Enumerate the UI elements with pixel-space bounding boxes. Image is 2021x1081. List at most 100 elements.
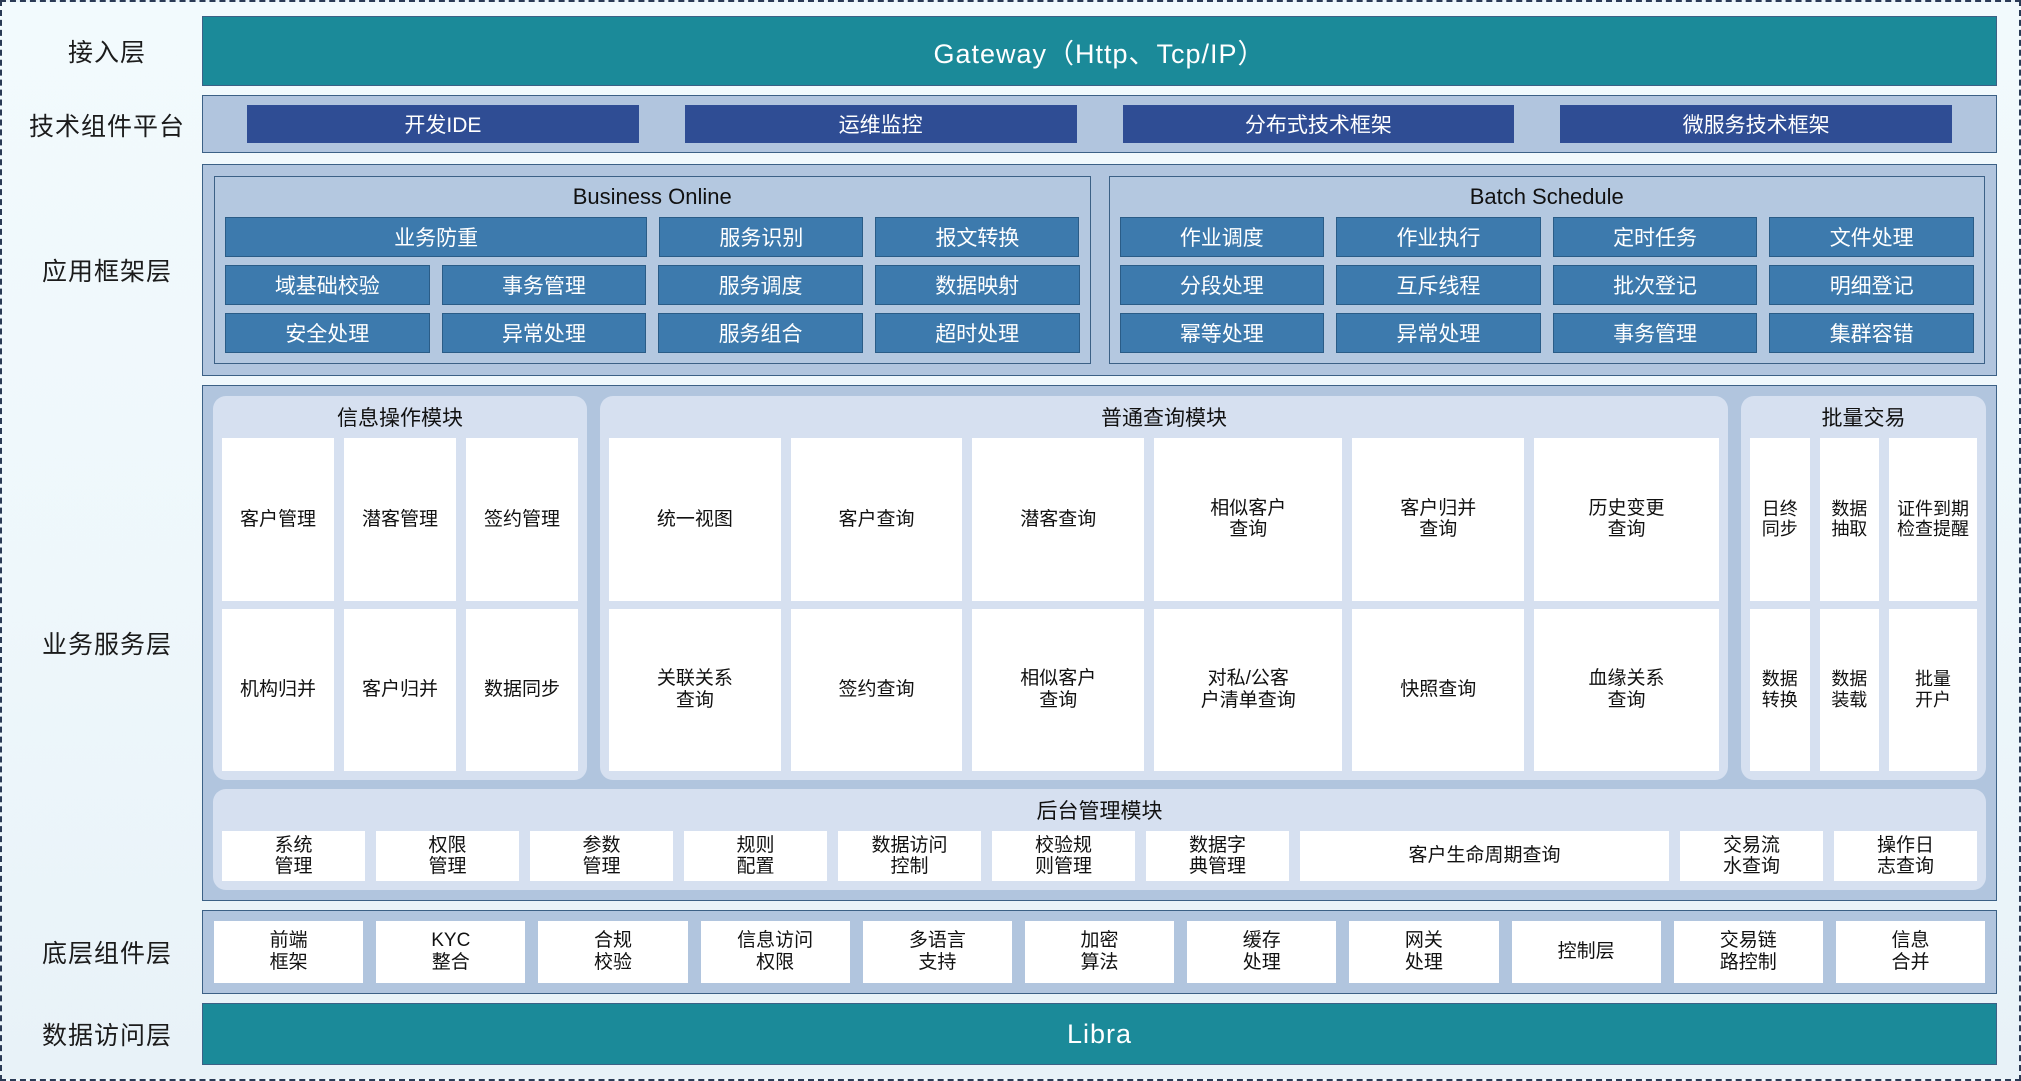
- app-row: 域基础校验 事务管理 服务调度 数据映射: [225, 265, 1080, 305]
- biz-cell-kzcx[interactable]: 快照查询: [1352, 608, 1525, 771]
- biz-cell-tyst[interactable]: 统一视图: [609, 438, 781, 601]
- biz-cell-khcx[interactable]: 客户查询: [790, 438, 963, 601]
- app-cell-zyzx[interactable]: 作业执行: [1336, 217, 1541, 257]
- biz-cell-zjdqjctx[interactable]: 证件到期检查提醒: [1889, 438, 1977, 601]
- biz-cell-jggb[interactable]: 机构归并: [222, 608, 334, 771]
- biz-cell-sjct[interactable]: 数据抽取: [1819, 438, 1880, 601]
- app-group-batch-schedule: Batch Schedule 作业调度 作业执行 定时任务 文件处理 分段处理 …: [1108, 176, 1985, 364]
- biz-cell-csgl[interactable]: 参数管理: [530, 831, 673, 881]
- comp-cell-qdkj[interactable]: 前端框架: [214, 921, 364, 983]
- biz-cell-qygl[interactable]: 签约管理: [466, 438, 578, 601]
- business-service-top-groups: 信息操作模块 客户管理 潜客管理 签约管理 机构归并 客户归并: [213, 396, 1986, 780]
- layer-label-data-access: 数据访问层: [41, 1022, 172, 1050]
- app-cell-bwzh[interactable]: 报文转换: [875, 217, 1080, 257]
- biz-cell-khsmzqcx[interactable]: 客户生命周期查询: [1300, 831, 1670, 881]
- comp-cell-xxfwqx[interactable]: 信息访问权限: [700, 921, 850, 983]
- app-cell-swgl[interactable]: 事务管理: [441, 265, 647, 305]
- biz-group-backend-admin: 后台管理模块 系统管理 权限管理 参数管理 规则配置 数据访问控制 校验规则管理…: [213, 789, 1986, 890]
- tech-button-dev-ide[interactable]: 开发IDE: [247, 105, 639, 143]
- biz-cell-plkh[interactable]: 批量开户: [1889, 608, 1977, 771]
- comp-cell-hgjy[interactable]: 合规校验: [538, 921, 688, 983]
- comp-cell-jylkz[interactable]: 交易链路控制: [1673, 921, 1823, 983]
- comp-cell-kzc[interactable]: 控制层: [1511, 921, 1661, 983]
- biz-cell-khgl[interactable]: 客户管理: [222, 438, 334, 601]
- layer-row-business-service: 业务服务层 信息操作模块 客户管理 潜客管理 签约管理: [12, 385, 1997, 901]
- biz-cell-dsgkhqdcx[interactable]: 对私/公客户清单查询: [1154, 608, 1343, 771]
- comp-cell-wgcl[interactable]: 网关处理: [1349, 921, 1499, 983]
- app-cell-aqcl[interactable]: 安全处理: [225, 313, 430, 353]
- biz-cell-khgbcx[interactable]: 客户归并查询: [1352, 438, 1525, 601]
- biz-cell-qkgl[interactable]: 潜客管理: [344, 438, 456, 601]
- biz-group-info-operation: 信息操作模块 客户管理 潜客管理 签约管理 机构归并 客户归并: [213, 396, 587, 780]
- app-cell-yccl-batch[interactable]: 异常处理: [1336, 313, 1541, 353]
- biz-cell-lsbgcx[interactable]: 历史变更查询: [1534, 438, 1720, 601]
- biz-cell-sjzh[interactable]: 数据转换: [1750, 608, 1810, 771]
- app-cell-cscl[interactable]: 超时处理: [874, 313, 1080, 353]
- biz-row: 日终同步 数据抽取 证件到期检查提醒: [1750, 438, 1977, 601]
- tech-button-ops-monitor[interactable]: 运维监控: [684, 105, 1077, 143]
- biz-cell-jygzgl[interactable]: 校验规则管理: [992, 831, 1135, 881]
- app-cell-mdcl[interactable]: 幂等处理: [1119, 313, 1325, 353]
- biz-cell-glgxcx[interactable]: 关联关系查询: [609, 608, 781, 771]
- biz-cell-jylscx[interactable]: 交易流水查询: [1680, 831, 1824, 881]
- app-cell-fwdd[interactable]: 服务调度: [658, 265, 863, 305]
- app-row: 幂等处理 异常处理 事务管理 集群容错: [1119, 313, 1974, 353]
- biz-cell-xskhcx[interactable]: 相似客户查询: [1154, 438, 1343, 601]
- comp-cell-dyyzc[interactable]: 多语言支持: [862, 921, 1012, 983]
- tech-platform-band: 开发IDE 运维监控 分布式技术框架 微服务技术框架: [202, 95, 1997, 153]
- app-cell-yjcjy[interactable]: 域基础校验: [225, 265, 430, 305]
- biz-cell-sjzdgl[interactable]: 数据字典管理: [1146, 831, 1289, 881]
- layer-row-data-access: 数据访问层 Libra: [12, 1003, 1997, 1065]
- biz-grid-batch-transaction: 日终同步 数据抽取 证件到期检查提醒 数据转换 数据装载 批量开户: [1750, 438, 1977, 771]
- biz-cell-rztb[interactable]: 日终同步: [1750, 438, 1810, 601]
- libra-bar[interactable]: Libra: [202, 1003, 1997, 1065]
- biz-group-common-query: 普通查询模块 统一视图 客户查询 潜客查询 相似客户查询 客户归并查询 历史变更…: [600, 396, 1728, 780]
- comp-cell-hccl[interactable]: 缓存处理: [1187, 921, 1337, 983]
- biz-cell-sjtb[interactable]: 数据同步: [466, 608, 578, 771]
- app-cell-fwzh[interactable]: 服务组合: [658, 313, 863, 353]
- gateway-bar[interactable]: Gateway（Http、Tcp/IP）: [202, 16, 1997, 86]
- layer-row-access: 接入层 Gateway（Http、Tcp/IP）: [12, 16, 1997, 86]
- app-cell-jqrc[interactable]: 集群容错: [1769, 313, 1974, 353]
- biz-cell-sjfwkz[interactable]: 数据访问控制: [838, 831, 981, 881]
- layer-body-tech: 开发IDE 运维监控 分布式技术框架 微服务技术框架: [202, 95, 1997, 155]
- biz-row: 机构归并 客户归并 数据同步: [222, 608, 578, 771]
- biz-group-title-info-operation: 信息操作模块: [337, 407, 463, 430]
- biz-cell-qxgl[interactable]: 权限管理: [376, 831, 519, 881]
- app-cell-ywfz[interactable]: 业务防重: [225, 217, 648, 257]
- app-row: 安全处理 异常处理 服务组合 超时处理: [225, 313, 1080, 353]
- app-cell-fdcl[interactable]: 分段处理: [1119, 265, 1325, 305]
- biz-group-title-common-query: 普通查询模块: [1101, 407, 1227, 430]
- biz-cell-czrzcx[interactable]: 操作日志查询: [1834, 831, 1978, 881]
- app-cell-hcxc[interactable]: 互斥线程: [1336, 265, 1541, 305]
- biz-cell-qkcx[interactable]: 潜客查询: [972, 438, 1145, 601]
- biz-cell-gzpz[interactable]: 规则配置: [684, 831, 827, 881]
- app-row: 业务防重 服务识别 报文转换: [225, 217, 1080, 257]
- tech-button-microservice-framework[interactable]: 微服务技术框架: [1560, 105, 1952, 143]
- tech-button-distributed-framework[interactable]: 分布式技术框架: [1122, 105, 1515, 143]
- comp-cell-jmsf[interactable]: 加密算法: [1024, 921, 1175, 983]
- app-cell-mxdj[interactable]: 明细登记: [1769, 265, 1974, 305]
- biz-cell-qycx[interactable]: 签约查询: [790, 608, 963, 771]
- app-cell-pcdj[interactable]: 批次登记: [1552, 265, 1758, 305]
- biz-cell-sjzz[interactable]: 数据装载: [1819, 608, 1880, 771]
- app-cell-yccl[interactable]: 异常处理: [441, 313, 647, 353]
- layer-body-access: Gateway（Http、Tcp/IP）: [202, 16, 1997, 86]
- biz-cell-xtgl[interactable]: 系统管理: [222, 831, 365, 881]
- comp-cell-xxhb[interactable]: 信息合并: [1835, 921, 1986, 983]
- app-cell-zydd[interactable]: 作业调度: [1119, 217, 1325, 257]
- biz-row: 关联关系查询 签约查询 相似客户查询 对私/公客户清单查询 快照查询 血缘关系查…: [609, 608, 1720, 771]
- biz-cell-xskhcx-2[interactable]: 相似客户查询: [972, 608, 1145, 771]
- biz-cell-xygxcx[interactable]: 血缘关系查询: [1534, 608, 1720, 771]
- app-cell-sjys[interactable]: 数据映射: [874, 265, 1080, 305]
- layer-row-tech: 技术组件平台 开发IDE 运维监控 分布式技术框架 微服务技术框架: [12, 95, 1997, 155]
- app-cell-wjcl[interactable]: 文件处理: [1769, 217, 1974, 257]
- app-cell-fwsb[interactable]: 服务识别: [659, 217, 864, 257]
- app-cell-dsrw[interactable]: 定时任务: [1552, 217, 1758, 257]
- layer-label-tech: 技术组件平台: [28, 113, 185, 141]
- biz-cell-khgb[interactable]: 客户归并: [344, 608, 456, 771]
- app-cell-swgl-batch[interactable]: 事务管理: [1552, 313, 1758, 353]
